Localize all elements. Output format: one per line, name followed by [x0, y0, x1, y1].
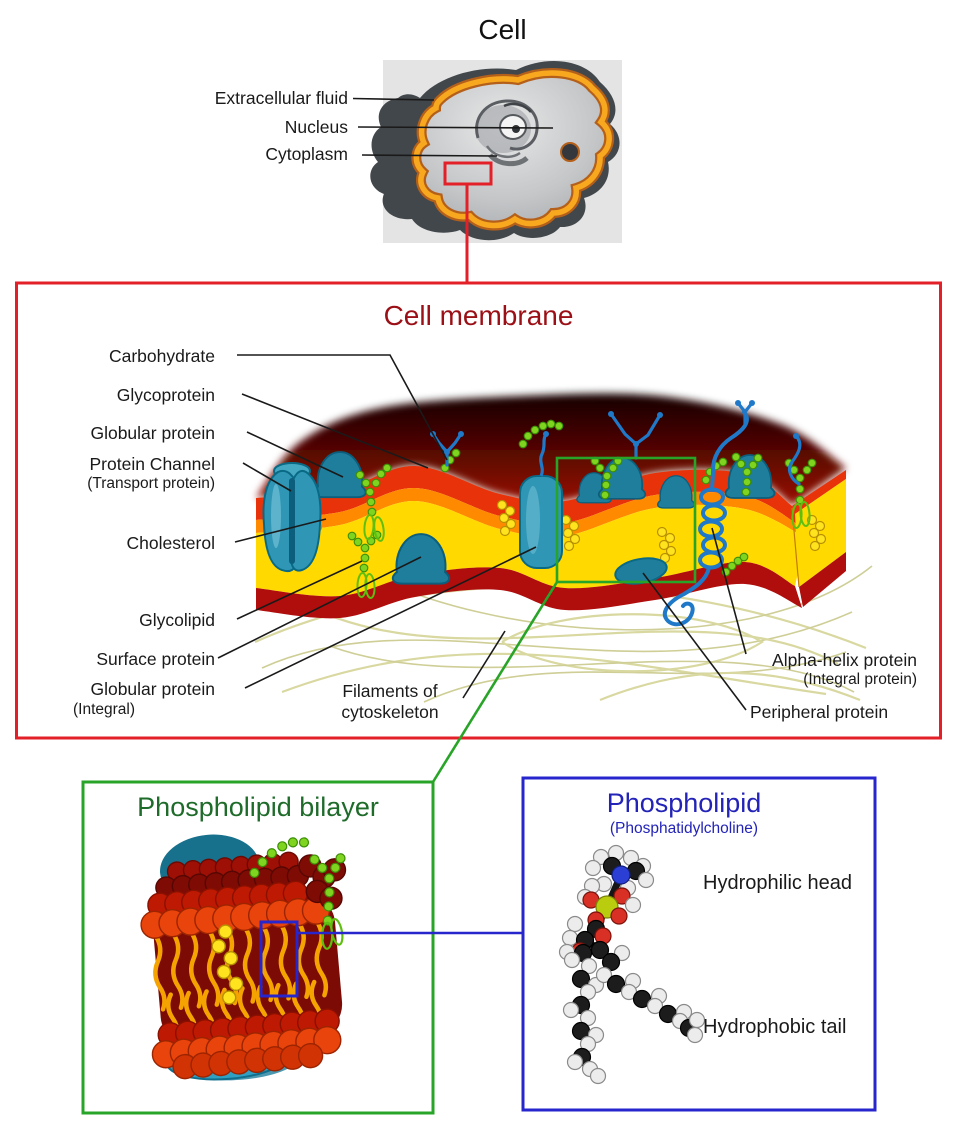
- label-filaments-line1: Filaments of: [342, 681, 438, 701]
- phospholipid-subtitle: (Phosphatidylcholine): [609, 820, 759, 837]
- bilayer-title: Phospholipid bilayer: [137, 792, 379, 822]
- globular-integral-protein-shape: [519, 431, 563, 569]
- label-cholesterol: Cholesterol: [126, 533, 215, 553]
- cell-illustration: [370, 60, 622, 243]
- label-carbohydrate: Carbohydrate: [108, 346, 215, 366]
- label-transport-protein: (Transport protein): [87, 475, 215, 492]
- leader-lines: [217, 97, 747, 711]
- phospholipid-box: [521, 776, 877, 1112]
- cell-title: Cell: [478, 14, 527, 45]
- membrane-box: [15, 281, 942, 740]
- label-alpha-helix: Alpha-helix protein: [772, 650, 917, 670]
- bilayer-zoom-highlight: [259, 920, 299, 998]
- label-hydrophilic-head: Hydrophilic head: [703, 872, 852, 894]
- label-integral: (Integral): [73, 701, 136, 718]
- bilayer-box: [81, 780, 435, 1115]
- cell-membrane-band: [413, 70, 612, 229]
- label-filaments-line2: cytoskeleton: [341, 702, 439, 722]
- phospholipid-title: Phospholipid: [606, 788, 762, 818]
- cell-vesicle: [560, 142, 580, 162]
- label-nucleus: Nucleus: [284, 117, 348, 137]
- membrane-zoom-highlight: [555, 456, 697, 584]
- label-filaments: Filaments of cytoskeleton: [330, 681, 450, 723]
- membrane-title: Cell membrane: [383, 300, 574, 331]
- bilayer-illustration: [140, 834, 347, 1081]
- label-hydrophobic-tail: Hydrophobic tail: [703, 1016, 847, 1038]
- phospholipid-molecule: [558, 844, 706, 1085]
- alpha-helix-protein-shape: [662, 410, 749, 627]
- label-peripheral-protein: Peripheral protein: [750, 702, 889, 722]
- label-globular-integral: Globular protein: [90, 679, 215, 699]
- cell-nucleus: [475, 99, 539, 167]
- label-integral-protein: (Integral protein): [803, 671, 917, 688]
- label-glycoprotein: Glycoprotein: [116, 385, 215, 405]
- label-glycolipid: Glycolipid: [139, 610, 215, 630]
- membrane-to-bilayer-connector: [431, 581, 559, 783]
- label-surface-protein: Surface protein: [96, 649, 215, 669]
- membrane-illustration: [254, 393, 873, 703]
- label-protein-channel: Protein Channel: [89, 454, 216, 474]
- label-cytoplasm: Cytoplasm: [265, 144, 348, 164]
- label-globular-protein: Globular protein: [90, 423, 215, 443]
- protein-channel-shape: [262, 462, 322, 573]
- label-extracellular-fluid: Extracellular fluid: [214, 88, 348, 108]
